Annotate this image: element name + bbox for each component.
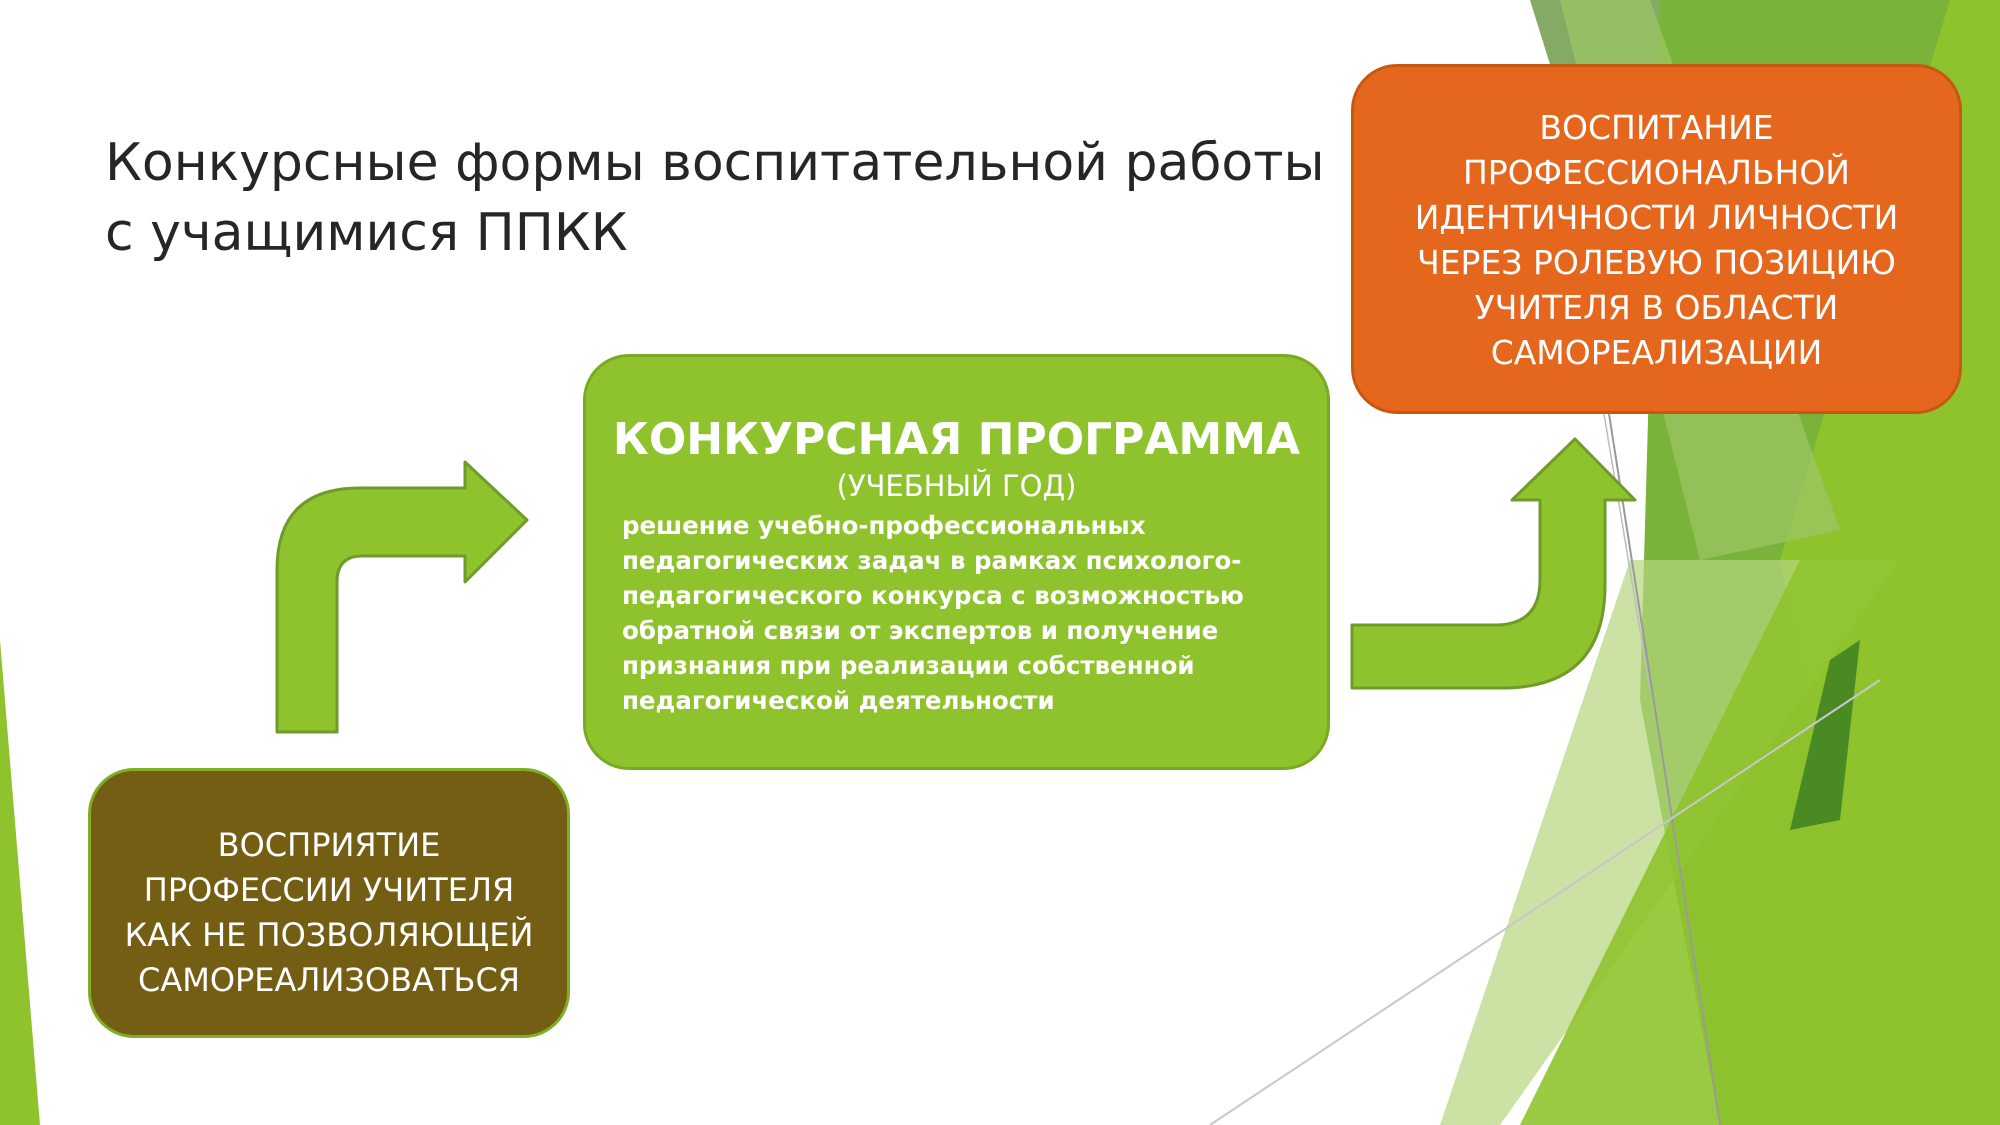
title-line-1: Конкурсные формы воспитательной работы [105,133,1325,193]
program-description: решение учебно-профессиональных педагоги… [586,508,1327,718]
program-line-4: обратной связи от экспертов и получение [622,616,1219,645]
goal-box-line-1: ВОСПИТАНИЕ [1539,108,1774,147]
thin-line-diagonal [1209,679,1881,1125]
program-line-1: решение учебно-профессиональных [622,511,1146,540]
start-box-line-3: КАК НЕ ПОЗВОЛЯЮЩЕЙ [124,916,534,954]
program-box: КОНКУРСНАЯ ПРОГРАММА (УЧЕБНЫЙ ГОД) решен… [583,354,1330,770]
page-title: Конкурсные формы воспитательной работы с… [105,128,1355,268]
goal-box-line-2: ПРОФЕССИОНАЛЬНОЙ [1462,153,1850,192]
goal-box-line-6: САМОРЕАЛИЗАЦИИ [1490,333,1823,372]
program-line-5: признания при реализации собственной [622,651,1195,680]
left-green-sliver [0,640,40,1125]
program-line-3: педагогического конкурса с возможностью [622,581,1244,610]
start-box-line-4: САМОРЕАЛИЗОВАТЬСЯ [137,961,521,999]
right-stripe-light [1520,320,2000,1125]
right-stripe-deep [1790,640,1860,830]
program-subheading: (УЧЕБНЫЙ ГОД) [836,469,1077,503]
goal-box-line-5: УЧИТЕЛЯ В ОБЛАСТИ [1474,288,1839,327]
goal-box: ВОСПИТАНИЕ ПРОФЕССИОНАЛЬНОЙ ИДЕНТИЧНОСТИ… [1351,64,1962,414]
bent-arrow-right [1350,437,1637,690]
start-box: ВОСПРИЯТИЕ ПРОФЕССИИ УЧИТЕЛЯ КАК НЕ ПОЗВ… [88,768,570,1038]
goal-box-line-4: ЧЕРЕЗ РОЛЕВУЮ ПОЗИЦИЮ [1417,243,1896,282]
bent-arrow-left [275,460,529,734]
program-line-2: педагогических задач в рамках психолого- [622,546,1242,575]
goal-box-line-3: ИДЕНТИЧНОСТИ ЛИЧНОСТИ [1414,198,1899,237]
program-heading: КОНКУРСНАЯ ПРОГРАММА [612,414,1301,465]
title-line-2: с учащимися ППКК [105,203,628,263]
start-box-line-1: ВОСПРИЯТИЕ [217,826,441,864]
start-box-line-2: ПРОФЕССИИ УЧИТЕЛЯ [143,871,515,909]
program-line-6: педагогической деятельности [622,686,1055,715]
